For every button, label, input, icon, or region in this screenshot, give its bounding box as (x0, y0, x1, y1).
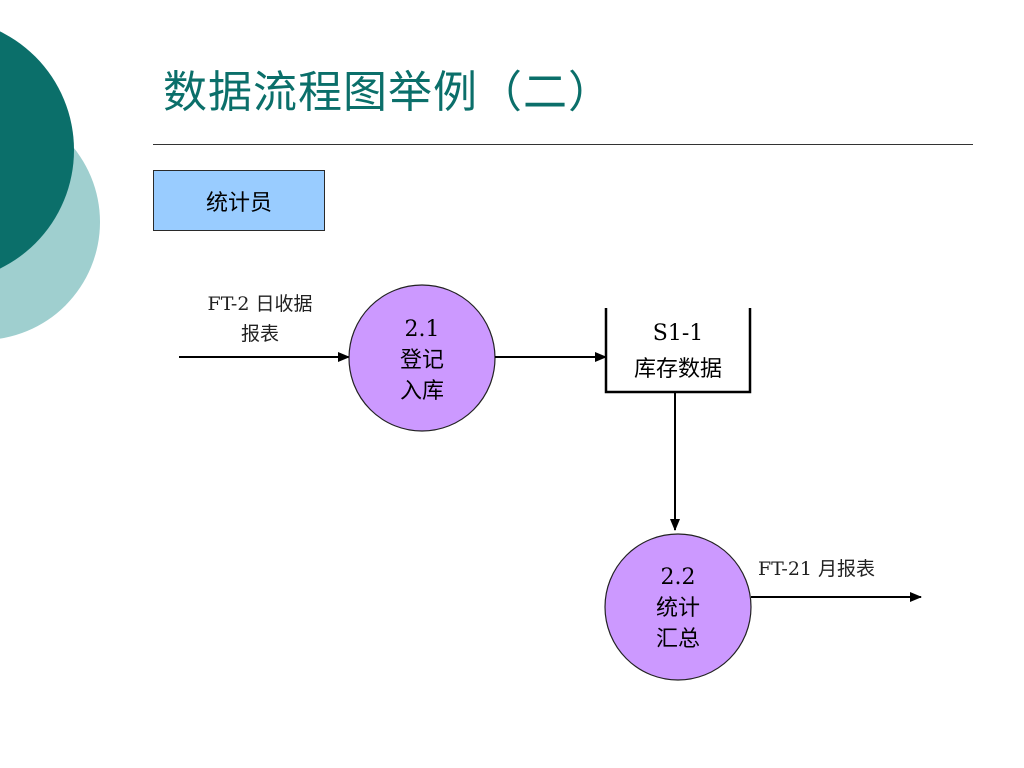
process-circle-2-2 (604, 533, 752, 681)
data-store-id: S1-1 (652, 321, 704, 346)
process-2-2-line1: 统计 (655, 596, 700, 621)
input-flow-label: FT-2 日收据 报表 (180, 289, 340, 349)
title-divider (153, 144, 973, 145)
data-store-name: 库存数据 (633, 357, 722, 382)
entity-statistician: 统计员 (153, 170, 325, 231)
process-2-1-label: 2.1 登记 入库 (372, 314, 472, 407)
process-2-1-id: 2.1 (404, 317, 440, 342)
slide-title: 数据流程图举例（二） (163, 67, 613, 118)
process-2-1-line2: 入库 (399, 379, 444, 404)
process-2-1-line1: 登记 (399, 348, 444, 373)
process-2-2-id: 2.2 (660, 565, 696, 590)
entity-label: 统计员 (205, 190, 272, 216)
input-flow-label-line2: 报表 (240, 323, 279, 345)
input-flow-label-line1: FT-2 日收据 (207, 293, 313, 315)
decor-circle-dark (0, 31, 74, 269)
process-2-2-label: 2.2 统计 汇总 (628, 562, 728, 655)
data-store-label: S1-1 库存数据 (608, 318, 748, 390)
decorative-circles (0, 31, 100, 339)
output-flow-label-text: FT-21 月报表 (758, 558, 876, 580)
process-2-2-line2: 汇总 (655, 627, 700, 652)
output-flow-label: FT-21 月报表 (758, 554, 875, 584)
data-store-shape (604, 308, 752, 394)
